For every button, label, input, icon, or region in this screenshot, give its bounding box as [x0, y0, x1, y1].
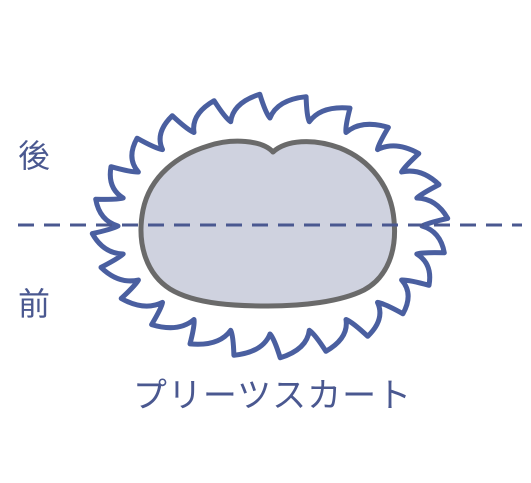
back-label: 後	[18, 137, 51, 175]
caption: プリーツスカート	[132, 376, 413, 416]
pleat-outline	[89, 91, 451, 361]
front-label: 前	[18, 285, 51, 323]
